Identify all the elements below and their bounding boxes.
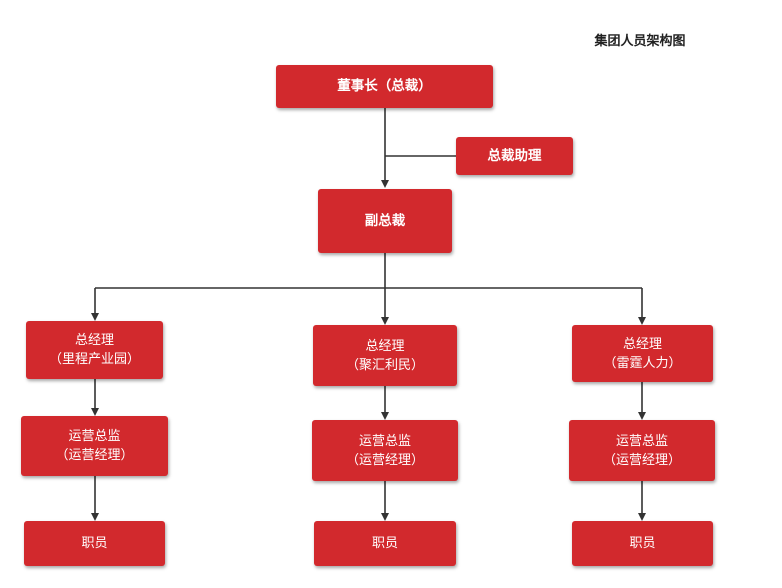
branch-2-ops-sub: （运营经理） (345, 452, 424, 468)
branch-2-staff-node: 职员 (314, 521, 456, 566)
branch-1-ops-sub: （运营经理） (55, 448, 134, 463)
branch-2-ops-node: 运营总监 （运营经理） (312, 420, 458, 481)
branch-3-ops-title: 运营总监 (615, 433, 668, 449)
branch-2-ops-title: 运营总监 (358, 433, 411, 449)
vp-label: 副总裁 (364, 212, 406, 229)
branch-2-staff-label: 职员 (371, 536, 398, 551)
assistant-label: 总裁助理 (487, 147, 542, 164)
branch-2-gm-node: 总经理 （聚汇利民） (313, 325, 457, 386)
branch-3-staff-label: 职员 (629, 536, 656, 551)
assistant-node: 总裁助理 (456, 137, 573, 175)
vp-node: 副总裁 (318, 189, 452, 253)
chairman-label: 董事长（总裁） (337, 78, 432, 94)
branch-3-staff-node: 职员 (572, 521, 713, 566)
branch-3-gm-title: 总经理 (622, 336, 662, 352)
branch-1-ops-title: 运营总监 (68, 429, 121, 444)
chart-title: 集团人员架构图 (594, 34, 686, 49)
branch-3-ops-node: 运营总监 （运营经理） (569, 420, 715, 481)
branch-1-gm-unit: （里程产业园） (48, 352, 140, 367)
branch-1-ops-node: 运营总监 （运营经理） (21, 416, 168, 476)
branch-1-staff-node: 职员 (24, 521, 165, 566)
branch-3-gm-unit: （雷霆人力） (603, 355, 682, 371)
branch-2-gm-title: 总经理 (365, 338, 405, 354)
branch-3-gm-node: 总经理 （雷霆人力） (572, 325, 713, 382)
branch-2-gm-unit: （聚汇利民） (345, 357, 424, 373)
branch-3-ops-sub: （运营经理） (602, 452, 681, 468)
chairman-node: 董事长（总裁） (276, 65, 493, 108)
branch-1-staff-label: 职员 (81, 536, 108, 551)
branch-1-gm-node: 总经理 （里程产业园） (26, 321, 163, 379)
branch-1-gm-title: 总经理 (74, 333, 114, 348)
